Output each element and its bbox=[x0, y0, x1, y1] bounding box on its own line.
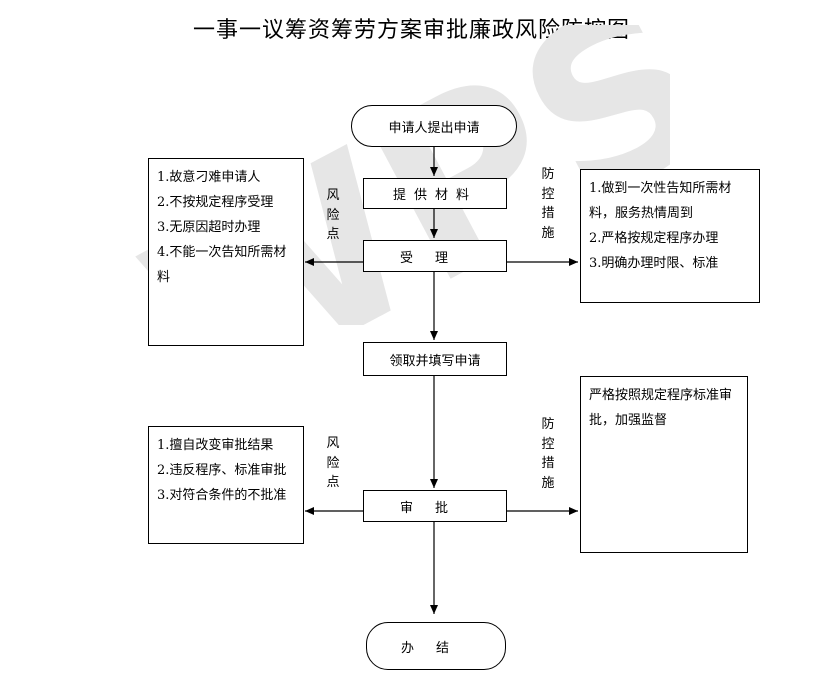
risk-1-item: 4.不能一次告知所需材料 bbox=[157, 245, 287, 285]
flow-step-accept: 受理 bbox=[363, 240, 507, 272]
risk-label-1: 风险点 bbox=[326, 188, 340, 242]
control-box-1: 1.做到一次性告知所需材料，服务热情周到 2.严格按规定程序办理 3.明确办理时… bbox=[580, 169, 760, 303]
risk-box-1: 1.故意刁难申请人 2.不按规定程序受理 3.无原因超时办理 4.不能一次告知所… bbox=[148, 158, 304, 346]
control-box-2: 严格按照规定程序标准审批，加强监督 bbox=[580, 376, 748, 553]
page-title: 一事一议筹资筹劳方案审批廉政风险防控图 bbox=[192, 18, 630, 43]
risk-1-item: 2.不按规定程序受理 bbox=[157, 195, 274, 210]
control-1-item: 3.明确办理时限、标准 bbox=[589, 256, 719, 271]
control-label-2: 防控措施 bbox=[541, 417, 555, 491]
risk-2-item: 1.擅自改变审批结果 bbox=[157, 438, 274, 453]
flow-step-collect-application: 领取并填写申请 bbox=[363, 342, 507, 376]
risk-1-item: 1.故意刁难申请人 bbox=[157, 170, 261, 185]
risk-2-item: 3.对符合条件的不批准 bbox=[157, 488, 287, 503]
control-label-1: 防控措施 bbox=[541, 167, 555, 241]
risk-box-2: 1.擅自改变审批结果 2.违反程序、标准审批 3.对符合条件的不批准 bbox=[148, 426, 304, 544]
control-1-item: 1.做到一次性告知所需材料，服务热情周到 bbox=[589, 181, 732, 221]
flow-step-provide-materials: 提供材料 bbox=[363, 178, 507, 209]
risk-label-2: 风险点 bbox=[326, 436, 340, 490]
risk-2-item: 2.违反程序、标准审批 bbox=[157, 463, 287, 478]
flow-start-node: 申请人提出申请 bbox=[351, 105, 517, 147]
control-1-item: 2.严格按规定程序办理 bbox=[589, 231, 719, 246]
flow-step-approve: 审批 bbox=[363, 490, 507, 522]
risk-1-item: 3.无原因超时办理 bbox=[157, 220, 261, 235]
control-2-item: 严格按照规定程序标准审批，加强监督 bbox=[589, 388, 733, 428]
flow-end-node: 办结 bbox=[366, 622, 506, 670]
